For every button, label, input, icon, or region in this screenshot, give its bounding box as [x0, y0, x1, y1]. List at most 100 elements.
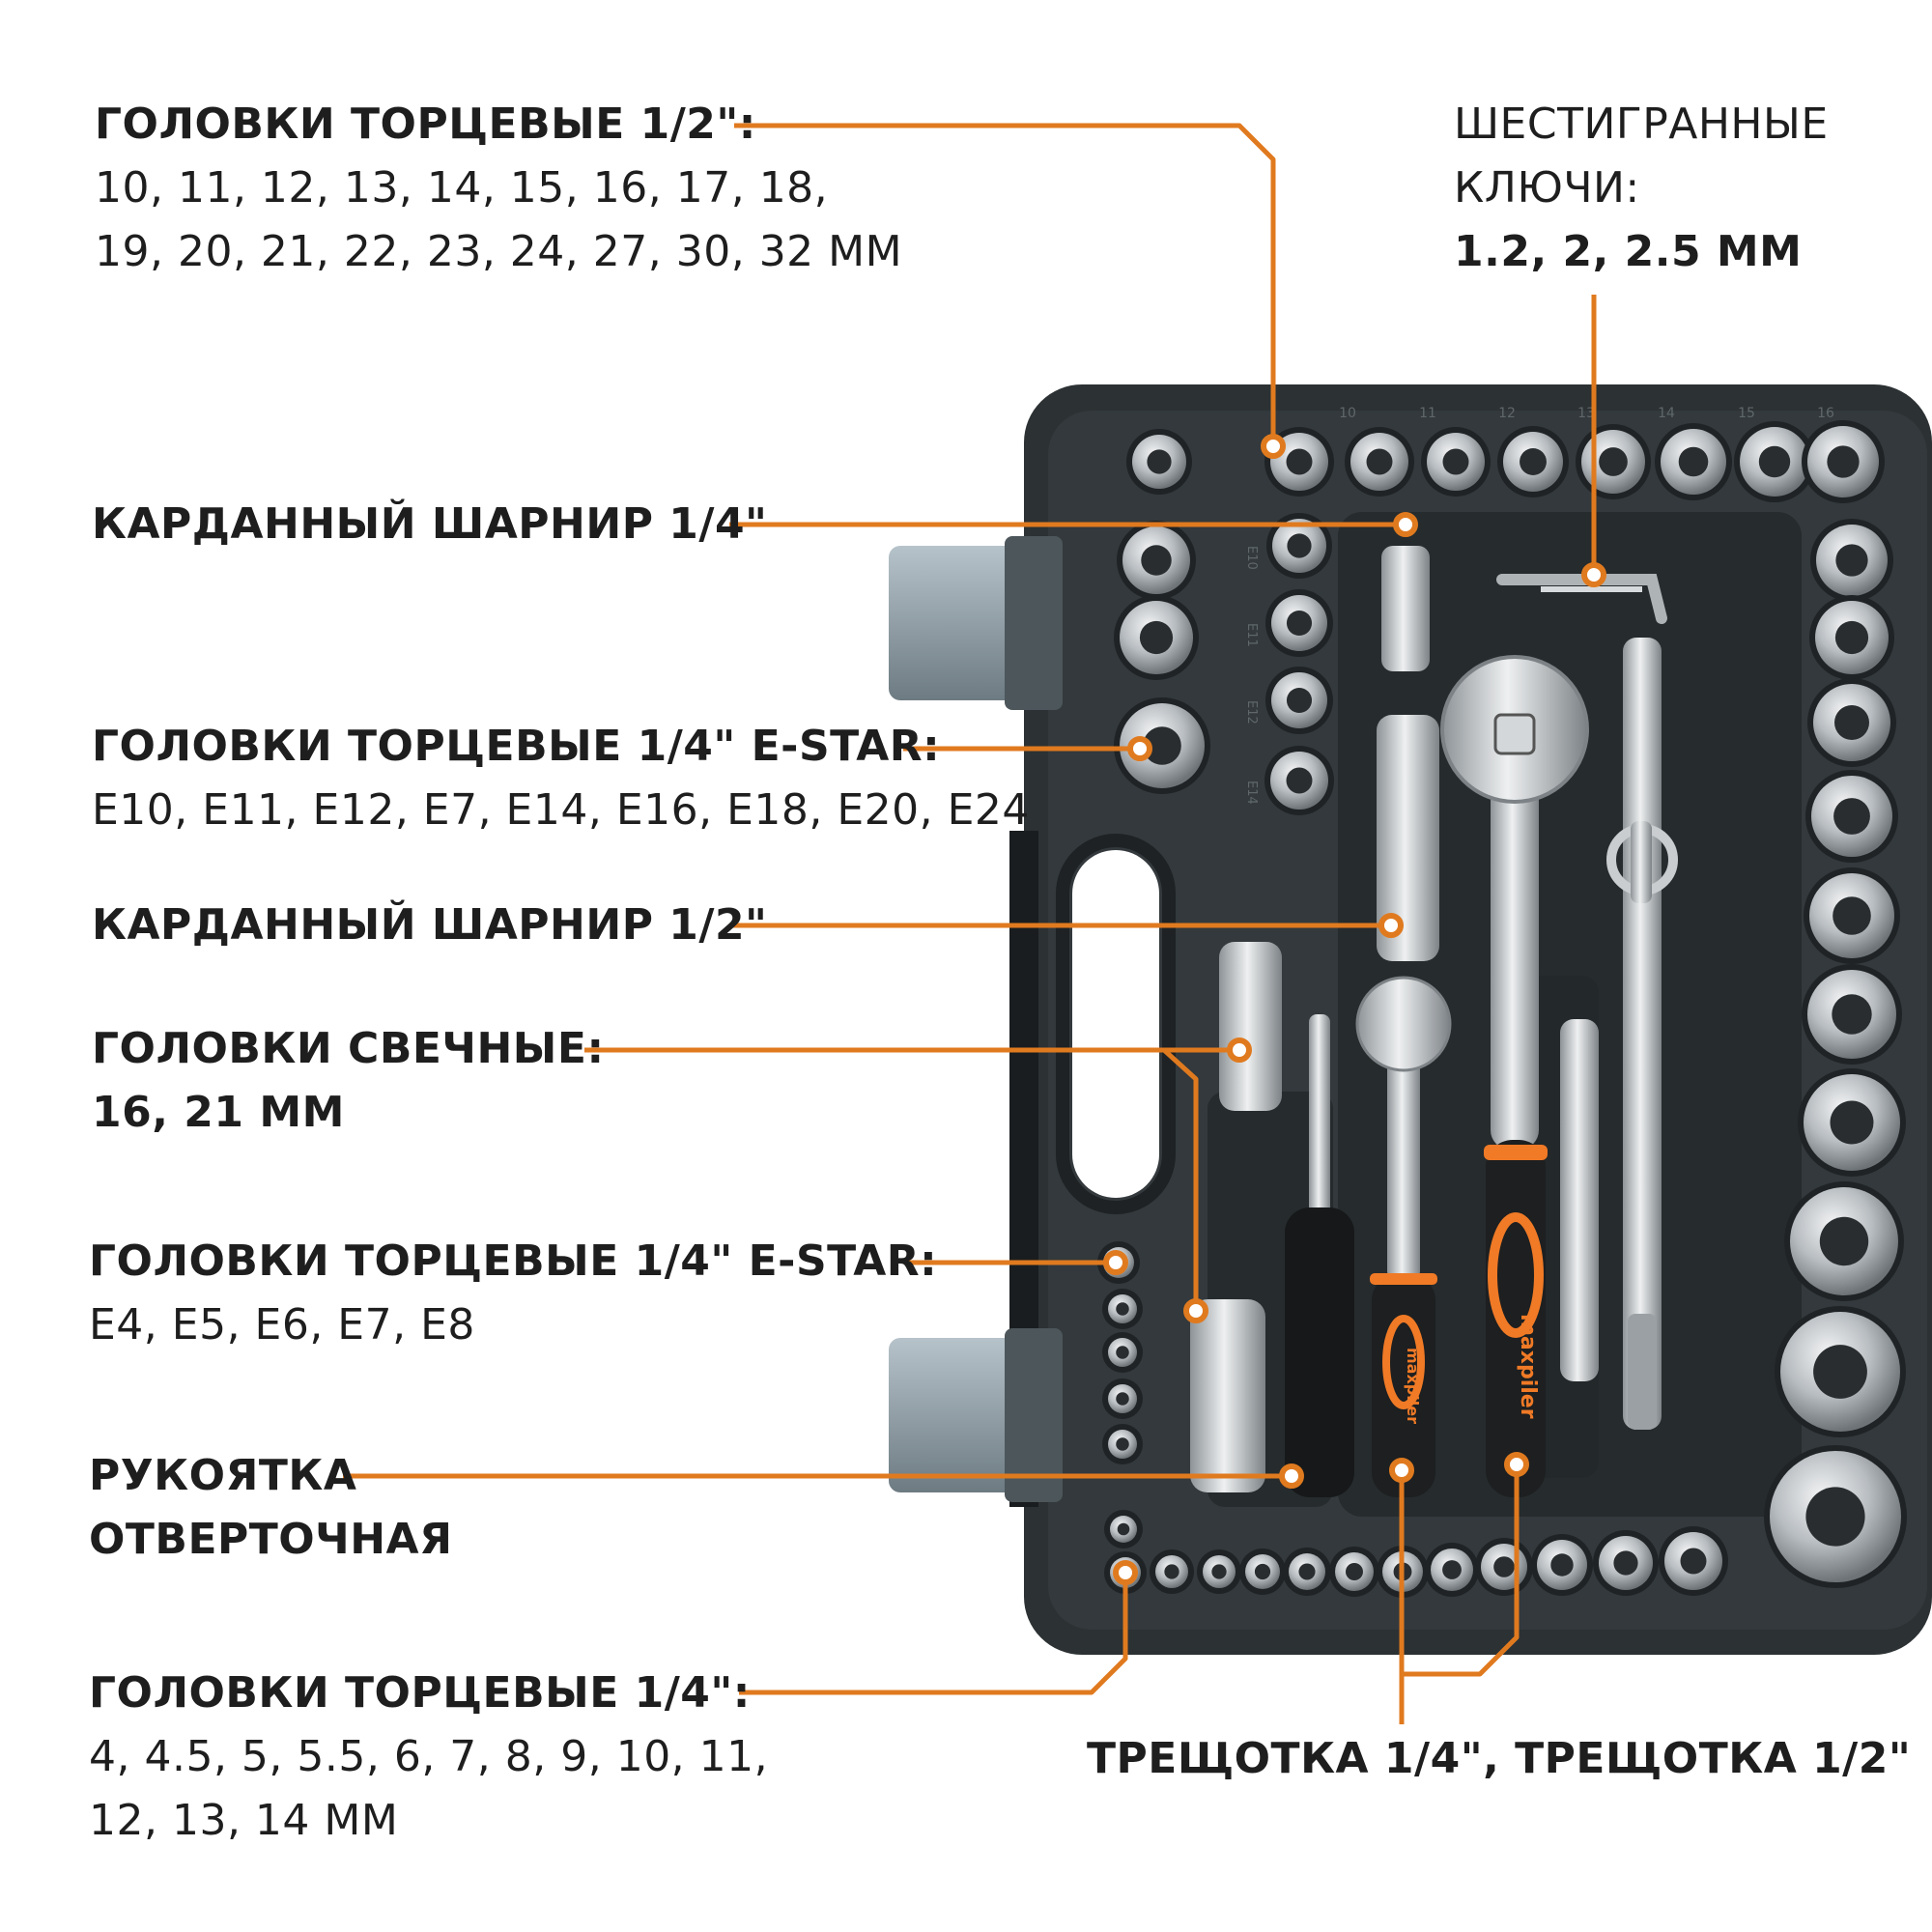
- callout-line: ШЕСТИГРАННЫЕ: [1454, 99, 1829, 149]
- leader-endpoint-dot: [1581, 562, 1606, 587]
- spark-plug-socket-16: [1190, 1299, 1265, 1492]
- estar-size-mark: E11: [1244, 623, 1259, 647]
- spark-plug-socket-21: [1219, 942, 1282, 1111]
- leader-spark-plug-branch: [1162, 1048, 1199, 1309]
- socket-estar-mid-3: [1264, 746, 1334, 815]
- socket-size-mark: 15: [1738, 406, 1755, 421]
- callout-title: РУКОЯТКА: [89, 1451, 357, 1500]
- leader-lines: [343, 123, 1597, 1724]
- socket-half-top-7: [1734, 421, 1815, 502]
- callout-line: E4, E5, E6, E7, E8: [89, 1300, 475, 1350]
- socket-half-top-0: [1126, 429, 1192, 495]
- socket-estar-mid-1: [1265, 589, 1333, 657]
- socket-half-right-2: [1807, 678, 1896, 767]
- socket-quarter-3: [1197, 1549, 1241, 1594]
- callout-line: КЛЮЧИ:: [1454, 163, 1640, 213]
- leader-endpoint-dot: [1227, 1037, 1252, 1063]
- callout-line: 4, 4.5, 5, 5.5, 6, 7, 8, 9, 10, 11,: [89, 1732, 769, 1781]
- socket-quarter-8: [1425, 1543, 1479, 1597]
- socket-size-mark: 13: [1577, 406, 1595, 421]
- socket-quarter-10: [1531, 1534, 1593, 1596]
- callout-spark-plug: ГОЛОВКИ СВЕЧНЫЕ: 16, 21 MM: [92, 1017, 605, 1145]
- callout-title: КАРДАННЫЙ ШАРНИР 1/4": [92, 499, 768, 549]
- ujoint-half-tool: [1377, 715, 1439, 961]
- socket-quarter-6: [1329, 1547, 1379, 1597]
- callout-line: 12, 13, 14 MM: [89, 1796, 399, 1845]
- callout-hex-keys: ШЕСТИГРАННЫЕ КЛЮЧИ: 1.2, 2, 2.5 MM: [1454, 93, 1829, 284]
- socket-quarter-9: [1475, 1538, 1533, 1596]
- socket-size-mark: 14: [1658, 406, 1675, 421]
- case-handle-cutout: [1072, 850, 1159, 1198]
- brand-mark-half: maxpiler: [1516, 1314, 1540, 1419]
- socket-quarter-11: [1593, 1530, 1659, 1596]
- callout-ujoint-quarter: КАРДАННЫЙ ШАРНИР 1/4": [92, 493, 767, 556]
- brand-mark-quarter: maxpiler: [1404, 1348, 1422, 1424]
- hex-keys-tool: [1496, 574, 1667, 624]
- estar-size-mark: E12: [1244, 700, 1259, 724]
- leader-endpoint-dot: [1183, 1298, 1208, 1323]
- leader-endpoint-dot: [1261, 434, 1286, 459]
- socket-half-right-3: [1805, 770, 1898, 863]
- callout-line: 10, 11, 12, 13, 14, 15, 16, 17, 18,: [95, 163, 829, 213]
- extension-bar-long: [1623, 638, 1662, 1430]
- leader-endpoint-dot: [1127, 736, 1152, 761]
- socket-half-right-0: [1810, 519, 1893, 602]
- leader-endpoint-dot: [1113, 1560, 1138, 1585]
- socket-estar-large-2: [1114, 697, 1210, 794]
- socket-half-right-1: [1809, 595, 1894, 680]
- socket-size-mark: 10: [1339, 406, 1356, 421]
- socket-half-top-5: [1576, 424, 1651, 499]
- socket-half-top-4: [1497, 426, 1569, 497]
- socket-estar-large-0: [1117, 521, 1196, 600]
- callout-sockets-half: ГОЛОВКИ ТОРЦЕВЫЕ 1/2": 10, 11, 12, 13, 1…: [95, 93, 902, 284]
- leader-endpoint-dot: [1504, 1452, 1529, 1477]
- callout-line: 19, 20, 21, 22, 23, 24, 27, 30, 32 MM: [95, 227, 903, 276]
- socket-half-right-9: [1764, 1445, 1907, 1588]
- leader-endpoint-dot: [1378, 913, 1404, 938]
- screwdriver-handle-tool: [1285, 1014, 1354, 1497]
- socket-size-mark: 12: [1498, 406, 1516, 421]
- callout-ratchets: ТРЕЩОТКА 1/4", ТРЕЩОТКА 1/2": [1087, 1727, 1911, 1791]
- socket-half-right-5: [1802, 964, 1902, 1065]
- callout-title: ГОЛОВКИ ТОРЦЕВЫЕ 1/4" E-STAR:: [89, 1236, 938, 1286]
- callout-title: ГОЛОВКИ ТОРЦЕВЫЕ 1/4" E-STAR:: [92, 722, 941, 771]
- socket-half-top-8: [1802, 420, 1885, 503]
- callout-subtitle: 1.2, 2, 2.5 MM: [1454, 227, 1803, 276]
- estar-size-mark: E10: [1244, 546, 1259, 570]
- socket-estar-small-2: [1102, 1332, 1143, 1373]
- socket-quarter-4: [1239, 1548, 1286, 1595]
- socket-quarter-0: [1104, 1510, 1143, 1548]
- leader-ratchets-branch: [1402, 1466, 1520, 1677]
- socket-half-right-7: [1784, 1181, 1904, 1301]
- socket-estar-mid-0: [1266, 513, 1332, 579]
- socket-quarter-5: [1283, 1548, 1331, 1596]
- callout-title: КАРДАННЫЙ ШАРНИР 1/2": [92, 900, 768, 950]
- socket-estar-small-4: [1102, 1424, 1143, 1464]
- socket-size-mark: 16: [1817, 406, 1834, 421]
- callout-line: ОТВЕРТОЧНАЯ: [89, 1515, 453, 1564]
- socket-half-top-2: [1345, 427, 1414, 497]
- extension-bar-short: [1560, 1019, 1599, 1381]
- socket-size-mark: 11: [1419, 406, 1436, 421]
- callout-estar-large: ГОЛОВКИ ТОРЦЕВЫЕ 1/4" E-STAR: E10, E11, …: [92, 715, 1030, 842]
- leader-endpoint-dot: [1389, 1458, 1414, 1483]
- socket-quarter-2: [1150, 1549, 1194, 1594]
- socket-half-right-4: [1804, 867, 1900, 964]
- callout-ujoint-half: КАРДАННЫЙ ШАРНИР 1/2": [92, 894, 767, 957]
- socket-estar-small-3: [1102, 1378, 1143, 1419]
- callout-title: ГОЛОВКИ ТОРЦЕВЫЕ 1/4":: [89, 1668, 751, 1718]
- socket-quarter-12: [1659, 1526, 1728, 1596]
- leader-sockets-half: [734, 123, 1276, 444]
- callout-line: E10, E11, E12, E7, E14, E16, E18, E20, E…: [92, 785, 1030, 835]
- socket-estar-mid-2: [1265, 667, 1333, 734]
- leader-endpoint-dot: [1393, 512, 1418, 537]
- leader-endpoint-dot: [1279, 1463, 1304, 1489]
- ratchet-quarter-inch: [1355, 976, 1452, 1497]
- socket-half-right-8: [1775, 1306, 1906, 1437]
- leader-sockets-quarter: [739, 1575, 1128, 1695]
- callout-sockets-quarter: ГОЛОВКИ ТОРЦЕВЫЕ 1/4": 4, 4.5, 5, 5.5, 6…: [89, 1662, 768, 1853]
- leader-endpoint-dot: [1103, 1250, 1128, 1275]
